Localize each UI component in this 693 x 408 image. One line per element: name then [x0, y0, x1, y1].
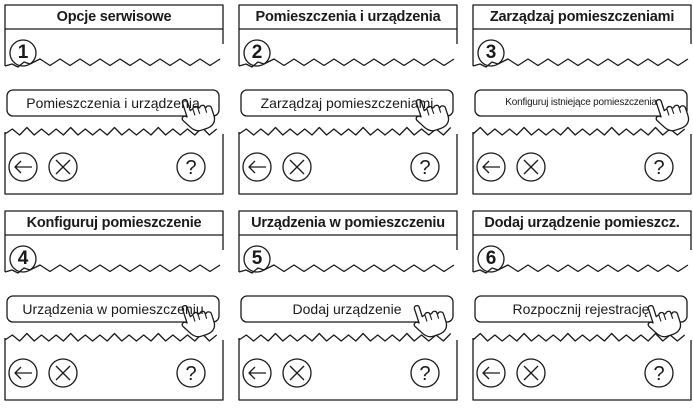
screen-title: Dodaj urządzenie pomieszcz. — [484, 215, 680, 231]
arrow-left-icon[interactable] — [242, 152, 272, 182]
menu-button[interactable]: Pomieszczenia i urządzenia — [26, 95, 200, 111]
menu-button-outline — [474, 295, 688, 323]
menu-button[interactable]: Dodaj urządzenie — [292, 301, 402, 317]
menu-button[interactable]: Konfiguruj istniejące pomieszczenia — [505, 97, 657, 108]
help-label: ? — [653, 157, 665, 179]
close-icon[interactable] — [282, 152, 312, 182]
help-label: ? — [185, 157, 197, 179]
panel-outline — [238, 210, 458, 401]
screen-title: Konfiguruj pomieszczenie — [26, 215, 202, 231]
menu-button[interactable]: Urządzenia w pomieszczeniu — [22, 301, 204, 317]
help-label: ? — [419, 157, 431, 179]
arrow-left-icon[interactable] — [476, 152, 506, 182]
tear-line-top — [472, 264, 689, 274]
hand-pointer-icon — [413, 304, 448, 338]
tear-line-top — [238, 58, 455, 68]
step-number: 5 — [251, 248, 263, 269]
step-number-circle — [243, 245, 271, 273]
help-icon[interactable] — [644, 152, 674, 182]
hand-pointer-icon — [415, 98, 450, 132]
step-number: 6 — [485, 248, 497, 269]
menu-button-outline — [474, 89, 688, 117]
help-button[interactable]: ? — [176, 153, 206, 183]
menu-button[interactable]: Zarządzaj pomieszczeniami — [260, 95, 434, 111]
step-number: 3 — [485, 42, 497, 63]
hand-pointer-icon — [181, 98, 216, 132]
panel-outline — [4, 210, 224, 401]
close-icon[interactable] — [282, 358, 312, 388]
hand-pointer-icon — [647, 304, 682, 338]
step-number-circle — [9, 245, 37, 273]
step-number: 2 — [251, 42, 263, 63]
step-number-circle — [477, 39, 505, 67]
screen-title: Pomieszczenia i urządzenia — [255, 9, 441, 25]
tear-line-bottom — [238, 126, 458, 195]
tear-line-top — [238, 264, 455, 274]
step-number-circle — [9, 39, 37, 67]
arrow-left-icon[interactable] — [8, 152, 38, 182]
help-icon[interactable] — [176, 358, 206, 388]
tear-line-top — [472, 58, 689, 68]
arrow-left-icon[interactable] — [8, 358, 38, 388]
help-button[interactable]: ? — [644, 359, 674, 389]
panel-outline — [472, 210, 692, 401]
menu-button-outline — [240, 295, 454, 323]
screen-title: Urządzenia w pomieszczeniu — [251, 215, 445, 231]
step-number: 1 — [17, 42, 29, 63]
help-icon[interactable] — [644, 358, 674, 388]
help-label: ? — [185, 363, 197, 385]
tear-line-bottom — [4, 126, 224, 195]
help-button[interactable]: ? — [410, 153, 440, 183]
menu-button-outline — [6, 295, 220, 323]
hand-pointer-icon — [181, 304, 216, 338]
menu-button[interactable]: Rozpocznij rejestrację — [512, 301, 650, 317]
tear-line-bottom — [472, 126, 692, 195]
close-icon[interactable] — [516, 152, 546, 182]
step-number: 4 — [17, 248, 29, 269]
help-label: ? — [419, 363, 431, 385]
help-button[interactable]: ? — [176, 359, 206, 389]
help-icon[interactable] — [176, 152, 206, 182]
close-icon[interactable] — [516, 358, 546, 388]
help-icon[interactable] — [410, 152, 440, 182]
panel-outline — [472, 4, 692, 195]
panel-outline — [4, 4, 224, 195]
screen-title: Opcje serwisowe — [56, 9, 172, 25]
tear-line-bottom — [472, 332, 692, 401]
help-icon[interactable] — [410, 358, 440, 388]
tear-line-top — [4, 58, 221, 68]
step-number-circle — [243, 39, 271, 67]
menu-button-outline — [6, 89, 220, 117]
help-label: ? — [653, 363, 665, 385]
tear-line-bottom — [4, 332, 224, 401]
help-button[interactable]: ? — [644, 153, 674, 183]
tear-line-top — [4, 264, 221, 274]
hand-pointer-icon — [655, 98, 690, 132]
close-icon[interactable] — [48, 152, 78, 182]
tear-line-bottom — [238, 332, 458, 401]
close-icon[interactable] — [48, 358, 78, 388]
arrow-left-icon[interactable] — [242, 358, 272, 388]
step-number-circle — [477, 245, 505, 273]
help-button[interactable]: ? — [410, 359, 440, 389]
arrow-left-icon[interactable] — [476, 358, 506, 388]
panel-outline — [238, 4, 458, 195]
screen-title: Zarządzaj pomieszczeniami — [489, 9, 675, 25]
menu-button-outline — [240, 89, 454, 117]
